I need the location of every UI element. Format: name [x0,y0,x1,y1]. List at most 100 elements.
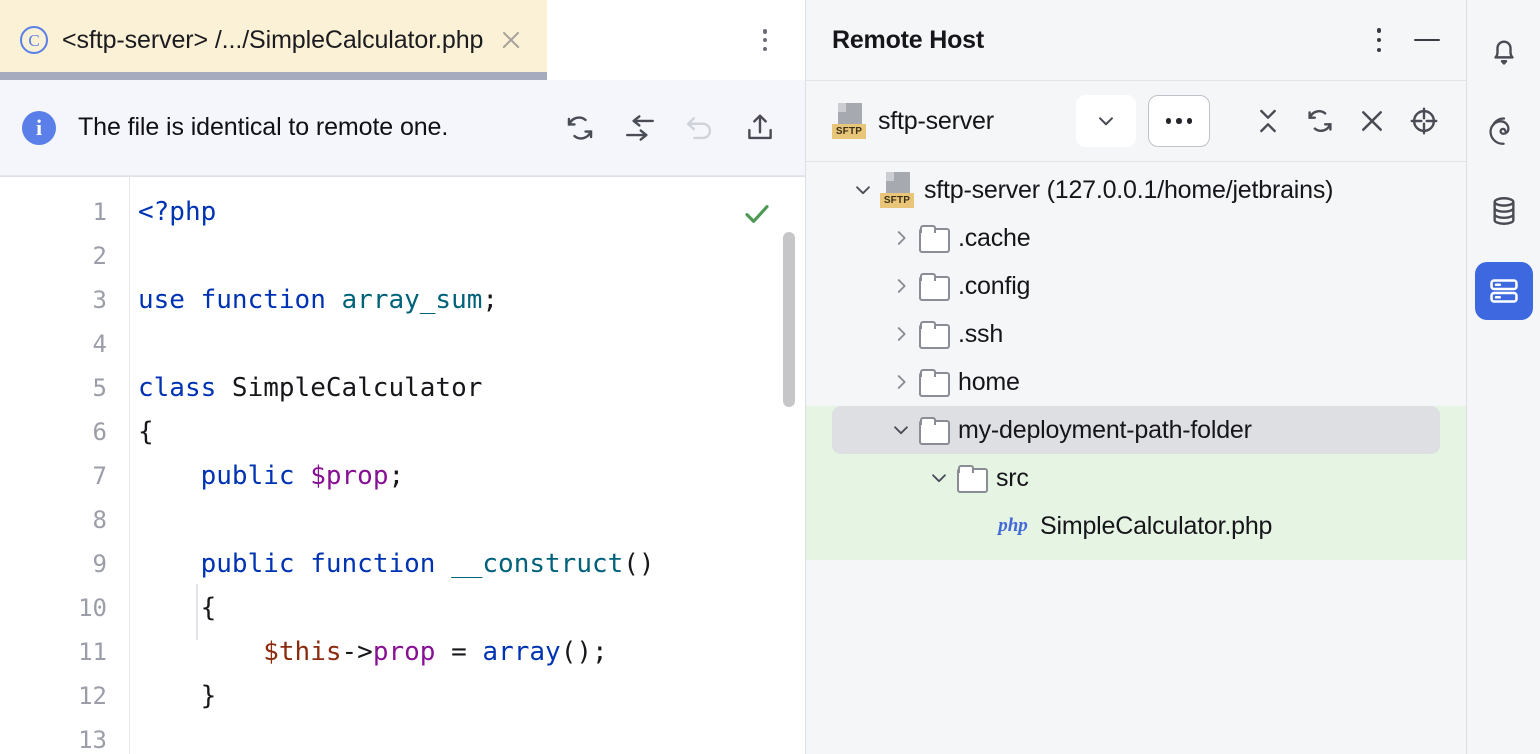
database-icon[interactable] [1475,182,1533,240]
editor-tab-strip: C <sftp-server> /.../SimpleCalculator.ph… [0,0,805,80]
code-line [130,322,805,366]
download-from-remote-icon[interactable] [621,109,659,147]
editor-top-divider [0,176,805,177]
chevron-down-icon[interactable] [922,467,956,489]
tab-strip-filler [547,0,805,80]
close-icon[interactable] [497,26,525,54]
server-selector[interactable]: SFTP sftp-server [832,103,994,139]
ai-assistant-icon[interactable] [1475,102,1533,160]
code-token: array_sum [341,285,483,315]
upload-icon[interactable] [741,109,779,147]
sftp-badge-label: SFTP [880,193,914,208]
line-number: 6 [92,418,107,446]
more-options-button[interactable] [1148,95,1210,147]
collapse-all-icon[interactable] [1248,101,1288,141]
notifications-icon[interactable] [1475,22,1533,80]
code-token: (); [560,637,608,667]
remote-host-icon[interactable] [1474,262,1533,320]
code-line [130,718,805,754]
tree-item-label: .ssh [958,319,1004,348]
tree-item-home[interactable]: home [806,358,1466,406]
refresh-icon[interactable] [1300,101,1340,141]
code-line: public $prop; [130,454,805,498]
code-token: $this [263,637,342,667]
line-number: 7 [92,462,107,490]
code-token: ; [482,285,499,315]
banner-actions [561,109,779,147]
chevron-right-icon[interactable] [884,323,918,345]
remote-host-header: Remote Host [806,0,1466,81]
chevron-right-icon[interactable] [884,275,918,297]
tree-item-.config[interactable]: .config [806,262,1466,310]
code-line: <?php [130,190,805,234]
editor-tab-simplecalculator[interactable]: C <sftp-server> /.../SimpleCalculator.ph… [0,0,548,80]
code-token: = [435,637,483,667]
line-number: 2 [92,242,107,270]
tree-item-label: SimpleCalculator.php [1040,511,1273,540]
close-icon[interactable] [1352,101,1392,141]
banner-message: The file is identical to remote one. [78,113,449,141]
chevron-down-icon[interactable] [1076,95,1136,147]
editor-vertical-scrollbar[interactable] [783,232,795,407]
line-number: 13 [78,726,107,754]
locate-icon[interactable] [1404,101,1444,141]
sftp-server-icon: SFTP [880,172,914,208]
tree-item-.ssh[interactable]: .ssh [806,310,1466,358]
remote-file-circle-c-icon: C [20,26,48,54]
editor-pane: C <sftp-server> /.../SimpleCalculator.ph… [0,0,805,754]
code-token: public [200,549,311,579]
tree-item-.cache[interactable]: .cache [806,214,1466,262]
code-token [138,681,201,711]
code-token: ; [388,461,405,491]
undo-icon[interactable] [681,109,719,147]
sftp-server-icon: SFTP [832,103,866,139]
green-check-icon[interactable] [741,198,773,230]
code-token: -> [341,637,373,667]
code-token: SimpleCalculator [231,373,483,403]
code-token: function [310,549,452,579]
line-number: 3 [92,286,107,314]
code-token [138,593,201,623]
server-name-label: sftp-server [878,106,994,135]
chevron-down-icon[interactable] [846,179,880,201]
minimize-icon[interactable] [1410,25,1444,55]
line-number: 5 [92,374,107,402]
tree-item-label: my-deployment-path-folder [958,415,1252,444]
code-token: () [623,549,655,579]
tree-item-label: src [996,463,1029,492]
folder-icon [956,465,988,493]
code-token: use [138,285,201,315]
line-number: 12 [78,682,107,710]
sftp-badge-label: SFTP [832,124,866,139]
code-token: prop [372,637,436,667]
line-number: 10 [78,594,107,622]
info-icon: i [22,110,56,145]
folder-icon [918,369,950,397]
line-number: 4 [92,330,107,358]
tree-item-my-deployment-path-folder[interactable]: my-deployment-path-folder [832,406,1440,454]
sync-icon[interactable] [561,109,599,147]
panel-options-icon[interactable] [1366,25,1392,55]
code-text-area[interactable]: <?php use function array_sum; class Simp… [130,176,805,754]
editor-tab-label: <sftp-server> /.../SimpleCalculator.php [62,25,484,54]
line-number: 1 [92,198,107,226]
code-line [130,234,805,278]
tree-item-label: .cache [958,223,1031,252]
chevron-right-icon[interactable] [884,227,918,249]
code-line: use function array_sum; [130,278,805,322]
editor-tab-options-icon[interactable] [753,26,777,54]
tree-item-src[interactable]: src [806,454,1466,502]
chevron-down-icon[interactable] [884,419,918,441]
right-tool-rail [1466,0,1540,754]
code-token: class [138,373,232,403]
panel-title: Remote Host [832,25,984,54]
folder-icon [918,225,950,253]
chevron-right-icon[interactable] [884,371,918,393]
code-token: __construct [451,549,624,579]
